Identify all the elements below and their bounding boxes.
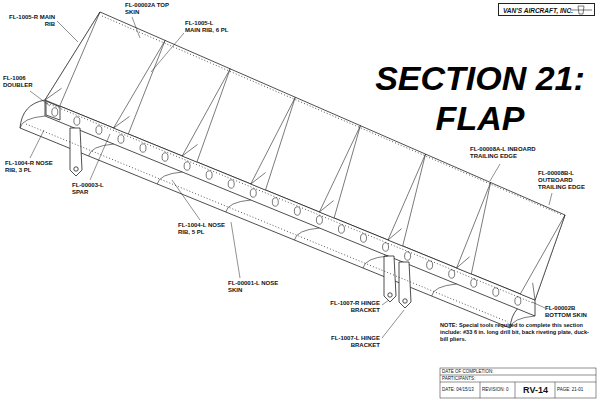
lightening-hole <box>427 261 433 269</box>
hinge-bracket <box>399 262 411 308</box>
lightening-hole <box>294 207 300 215</box>
part-label: FL-1006 DOUBLER <box>3 75 43 89</box>
hinge-bracket <box>70 128 82 176</box>
note-text: NOTE: Special tools required to complete… <box>440 322 594 343</box>
lightening-hole <box>206 171 212 179</box>
part-label: FL-1004-L NOSE RIB, 5 PL <box>178 222 228 236</box>
lightening-hole <box>338 225 344 233</box>
lightening-hole <box>272 198 278 206</box>
nose-rib <box>363 256 388 268</box>
part-label: FL-1007-R HINGE BRACKET <box>328 300 380 314</box>
nose-rib <box>432 284 457 296</box>
rib-flange <box>45 88 62 100</box>
bracket-hole <box>403 299 407 303</box>
title-block-cell: RV-14 <box>517 384 554 396</box>
title-block-cell: REVISION: 0 <box>482 387 514 393</box>
lightening-hole <box>250 189 256 197</box>
main-rib <box>520 215 565 300</box>
title-block-cell: DATE OF COMPLETION: <box>442 369 592 375</box>
title-block-cell: DATE: 04/15/13 <box>442 387 479 393</box>
part-label: FL-00008B-L OUTBOARD TRAILING EDGE <box>538 170 595 191</box>
part-label: FL-00003-L SPAR <box>72 182 117 196</box>
main-rib <box>319 126 360 218</box>
rib-flange <box>533 283 535 300</box>
section-title: SECTION 21: FLAP <box>365 58 595 138</box>
part-label: FL-00002B BOTTOM SKIN <box>545 305 595 319</box>
lightening-hole <box>118 135 124 143</box>
top-skin <box>45 12 565 300</box>
lightening-hole <box>316 216 322 224</box>
title-block-cell: PAGE: 21-01 <box>557 387 595 393</box>
lightening-hole <box>52 108 58 116</box>
hinge-bracket <box>384 256 396 302</box>
part-label: FL-00001-L NOSE SKIN <box>228 280 283 294</box>
part-label: FL-1004-R NOSE RIB, 3 PL <box>5 160 55 174</box>
lightening-hole <box>493 288 499 296</box>
main-rib <box>457 183 491 274</box>
lightening-hole <box>96 126 102 134</box>
lightening-hole <box>184 162 190 170</box>
lightening-hole <box>361 234 367 242</box>
bracket-hole <box>388 293 392 297</box>
part-label: FL-00008A-L INBOARD TRAILING EDGE <box>470 146 550 160</box>
lightening-hole <box>140 144 146 152</box>
lightening-hole <box>471 279 477 287</box>
company-logo: VAN'S AIRCRAFT, INC. <box>498 3 595 16</box>
lightening-hole <box>383 243 389 251</box>
rib-flange <box>114 116 130 128</box>
main-rib <box>182 69 230 162</box>
lightening-hole <box>74 117 80 125</box>
rib-flange <box>251 173 266 184</box>
part-label: FL-1005-R MAIN RIB <box>5 14 55 28</box>
lightening-hole <box>228 180 234 188</box>
lightening-hole <box>449 270 455 278</box>
rib-flange <box>388 229 402 240</box>
main-rib <box>388 154 426 246</box>
nose-rib <box>294 228 319 240</box>
lightening-hole <box>405 252 411 260</box>
lightening-hole <box>162 153 168 161</box>
title-block <box>440 368 596 398</box>
rib-flange <box>182 144 197 156</box>
bracket-hole <box>74 167 78 171</box>
part-label: FL-1007-L HINGE BRACKET <box>328 335 380 349</box>
nose-rib <box>226 200 251 212</box>
nose-rib <box>157 172 182 184</box>
title-block-cell: PARTICIPANTS: <box>442 376 592 382</box>
part-label: FL-00002A TOP SKIN <box>125 2 175 16</box>
main-rib <box>251 97 295 190</box>
main-rib <box>114 40 166 134</box>
rib-flange <box>319 201 333 212</box>
part-label: FL-1005-L MAIN RIB, 6 PL <box>185 20 230 34</box>
rib-flange <box>457 257 470 268</box>
logo-plane <box>570 6 592 14</box>
